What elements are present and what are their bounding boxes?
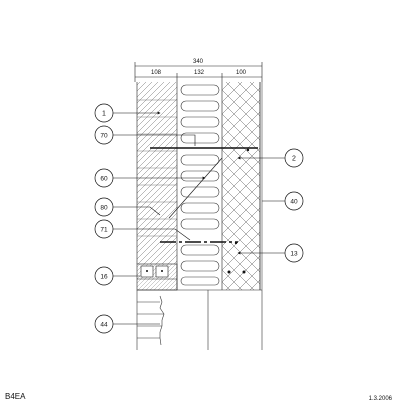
svg-text:40: 40 — [290, 199, 298, 206]
svg-text:44: 44 — [100, 322, 108, 329]
callout-16: 16 — [94, 266, 114, 286]
callout-71: 71 — [94, 219, 114, 239]
callout-60: 60 — [94, 168, 114, 188]
callout-1: 1 — [94, 103, 114, 123]
dimension-cavity: 132 — [194, 70, 205, 76]
callout-40: 40 — [284, 191, 304, 211]
outer-insulation-layer — [222, 82, 263, 290]
wall-ties — [150, 147, 258, 243]
svg-text:2: 2 — [292, 156, 296, 163]
svg-text:1: 1 — [102, 111, 106, 118]
dimension-outer-layer: 100 — [236, 70, 247, 76]
dimension-overall: 340 — [193, 59, 204, 65]
svg-text:80: 80 — [100, 205, 108, 212]
svg-text:16: 16 — [100, 274, 108, 281]
callout-13: 13 — [284, 243, 304, 263]
callout-leaders — [113, 111, 285, 325]
svg-text:13: 13 — [290, 251, 298, 258]
callout-80: 80 — [94, 197, 114, 217]
callout-70: 70 — [94, 125, 114, 145]
diagonal-anchor — [168, 157, 223, 219]
callout-44: 44 — [94, 314, 114, 334]
base-blocks — [136, 263, 262, 291]
drawing-date: 1.3.2006 — [368, 396, 392, 402]
dimension-inner-leaf: 108 — [151, 70, 162, 76]
cavity-insulation — [180, 84, 220, 286]
foundation — [136, 290, 263, 350]
fixing-symbols — [227, 148, 250, 274]
svg-text:71: 71 — [100, 227, 108, 234]
drawing-code: B4EA — [5, 392, 26, 401]
dimension-chain — [134, 62, 263, 82]
svg-text:70: 70 — [100, 133, 108, 140]
svg-text:60: 60 — [100, 176, 108, 183]
masonry-leaf — [136, 82, 177, 264]
callout-2: 2 — [284, 148, 304, 168]
